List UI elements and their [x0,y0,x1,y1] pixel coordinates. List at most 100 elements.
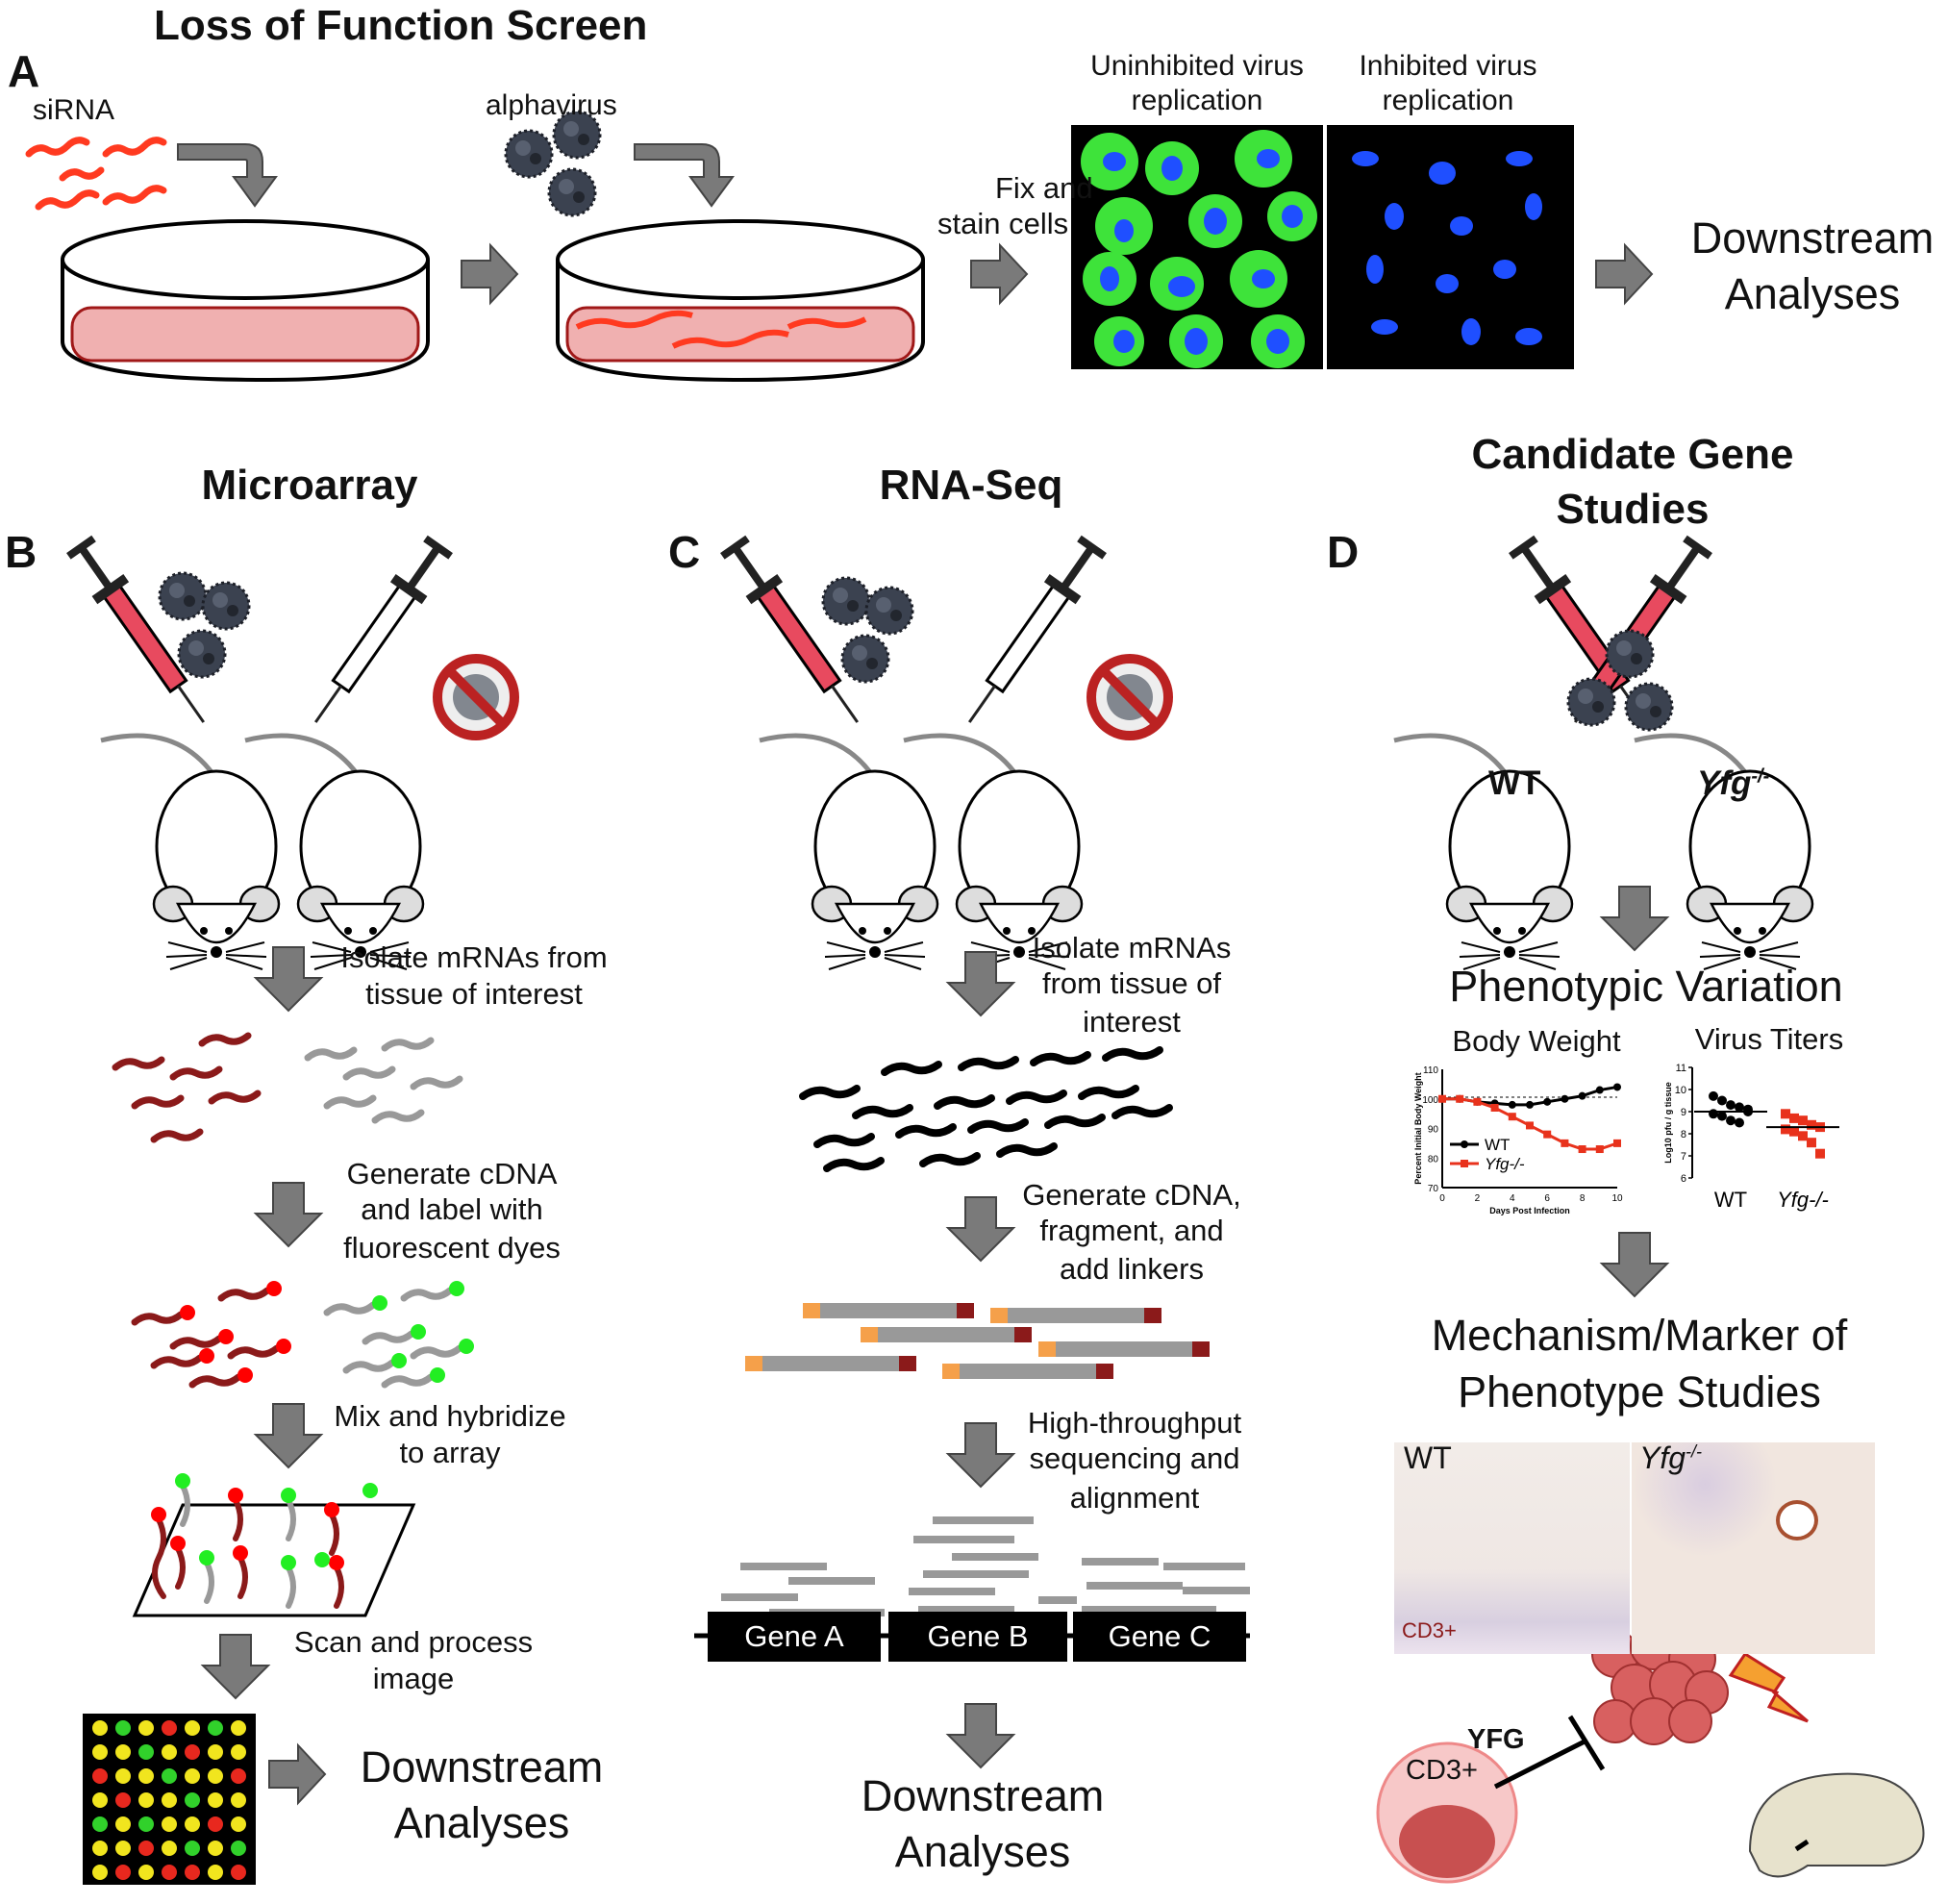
vt-y-label: Log10 pfu / g tissue [1663,1082,1673,1164]
panel-d-letter: D [1327,527,1360,577]
bw-point [1613,1083,1621,1091]
uninhibited-screen [1071,125,1323,369]
bw-x-tick: 10 [1611,1193,1623,1204]
vt-point [1735,1102,1744,1113]
histology-wt-label: WT [1404,1441,1452,1475]
mouse-ko-label: Yfg-/- [1697,764,1770,802]
b-step1-line2: tissue of interest [365,977,583,1011]
downstream-c-1: Downstream [861,1771,1105,1820]
vt-y-tick: 9 [1681,1107,1686,1118]
inhibited-cells [1352,151,1542,345]
panel-a-letter: A [8,46,40,96]
bw-point [1438,1094,1446,1103]
panel-c-title: RNA-Seq [879,462,1063,509]
vessel [1776,1500,1818,1541]
mrna-strands [799,1046,1173,1172]
petri-dish-2 [556,219,925,383]
bw-point [1526,1121,1534,1130]
bw-point [1508,1113,1516,1121]
bw-x-tick: 0 [1439,1193,1445,1204]
virus-icon [201,581,251,631]
arrow-right-icon [1595,244,1653,304]
microarray-scan [83,1714,256,1885]
bw-y-tick: 110 [1423,1065,1438,1076]
body-weight-title: Body Weight [1452,1024,1621,1058]
panel-b-letter: B [5,527,37,577]
virus-icon [1566,677,1616,727]
vt-y-tick: 7 [1681,1151,1686,1163]
arrow-down-icon [947,1703,1014,1768]
dye-dots [180,1281,474,1383]
cd3-cell-label: CD3+ [1406,1755,1478,1786]
arrow-down-icon [255,1182,322,1247]
gene-a-box: Gene A [708,1612,881,1662]
vt-point [1807,1119,1816,1130]
mrna-strands [112,1032,463,1143]
bw-y-tick: 100 [1422,1095,1438,1106]
alphavirus-label: alphavirus [486,89,617,121]
downstream-b-2: Analyses [393,1798,570,1847]
virus-icon [177,629,227,679]
vt-point [1789,1126,1799,1137]
virus-icon [158,571,208,621]
vt-point [1781,1124,1790,1135]
syringe-mock-icon [298,531,458,736]
arrow-down-icon [947,1422,1014,1488]
panel-c-letter: C [668,527,701,577]
b-step2-line3: fluorescent dyes [343,1231,561,1265]
bw-x-tick: 6 [1544,1193,1550,1204]
bw-point [1595,1145,1604,1154]
arrow-right-icon [461,244,518,304]
vt-point [1815,1148,1825,1159]
vt-point [1709,1090,1718,1101]
vt-y-tick: 10 [1675,1085,1686,1096]
bw-point [1578,1091,1586,1100]
c-step3-line3: alignment [1069,1481,1200,1515]
cdna-fragments [745,1303,1210,1379]
c-step1-line1: Isolate mRNAs [1032,931,1232,965]
vt-y-tick: 6 [1681,1173,1686,1185]
bw-x-label: Days Post Infection [1489,1206,1570,1215]
uninhibited-cells [1081,130,1317,368]
bw-x-tick: 8 [1580,1193,1586,1204]
downstream-a-1: Downstream [1690,213,1935,263]
b-step2-line2: and label with [361,1192,543,1226]
c-step2-line3: add linkers [1060,1252,1204,1286]
inhibition-bar [1567,1715,1606,1771]
cd3-cell [1376,1741,1518,1884]
panel-a-title: Loss of Function Screen [154,2,648,49]
c-step3-line2: sequencing and [1029,1441,1240,1475]
vt-point [1781,1109,1790,1119]
fix-label-1: Fix and [995,171,1093,205]
bw-point [1578,1145,1586,1154]
gene-b-box: Gene B [888,1612,1067,1662]
virus-icon [1624,682,1674,732]
virus-titers-series [1694,1090,1839,1159]
vt-point [1807,1138,1816,1148]
b-step4-line1: Scan and process [293,1625,534,1659]
b-step3-line2: to array [399,1436,501,1469]
bw-point [1543,1130,1552,1139]
c-step2-line2: fragment, and [1039,1214,1224,1247]
no-virus-icon [1091,659,1168,736]
inhibited-screen [1327,125,1574,369]
vt-point [1798,1115,1808,1126]
histology-ko-image [1632,1442,1875,1654]
virus-titers-title: Virus Titers [1694,1022,1844,1056]
vt-point [1743,1104,1753,1115]
mouse-icon [760,736,937,969]
histology-cd3-label: CD3+ [1402,1618,1457,1642]
arrow-down-icon [1601,886,1668,951]
downstream-c-2: Analyses [894,1827,1071,1876]
virus-icon [504,129,554,179]
c-step1-line3: interest [1083,1005,1181,1039]
inhibited-label-2: replication [1382,85,1514,116]
mouse-wt-label: WT [1488,764,1541,802]
bw-point [1595,1086,1604,1094]
arrow-down-icon [202,1634,269,1699]
b-step2-line1: Generate cDNA [346,1157,558,1190]
inhibited-label-1: Inhibited virus [1359,50,1537,82]
bw-point [1473,1097,1482,1106]
